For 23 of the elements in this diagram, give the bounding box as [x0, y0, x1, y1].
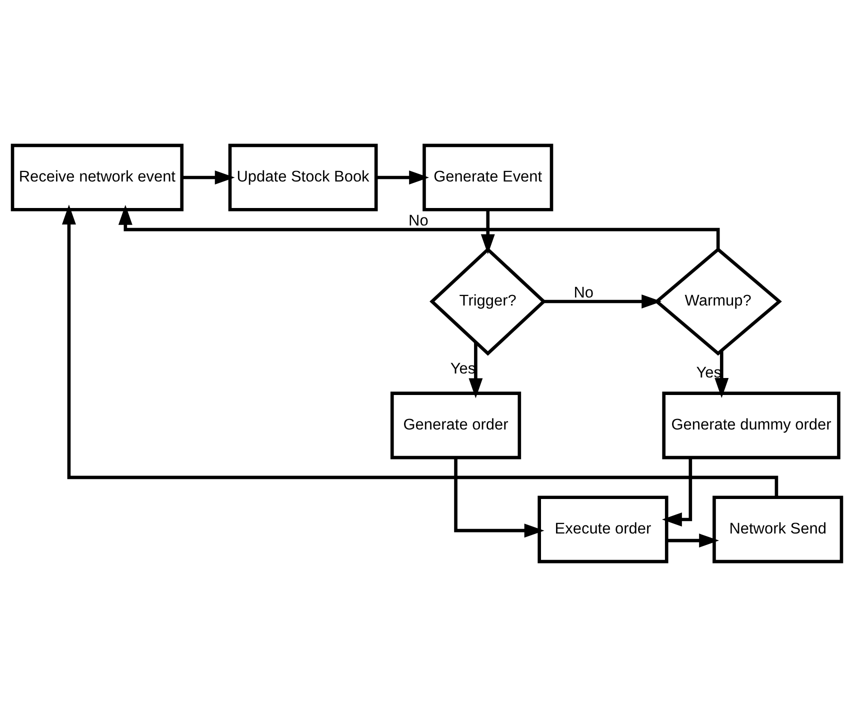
- edge-label: Yes: [696, 364, 722, 382]
- node-box: Generate order: [390, 392, 522, 460]
- arrow: [454, 458, 544, 538]
- arrow: [667, 534, 720, 548]
- arrow: [714, 350, 729, 398]
- arrow: [118, 204, 720, 250]
- node-box: Receive network event: [10, 144, 184, 212]
- arrow: [62, 204, 778, 498]
- node-box: Generate dummy order: [662, 392, 840, 460]
- arrow: [544, 294, 662, 308]
- node-box: Update Stock Book: [228, 144, 378, 212]
- node-box: Network Send: [712, 496, 844, 564]
- node-diamond: Trigger?: [430, 247, 546, 356]
- edge-label: No: [574, 284, 594, 302]
- arrow: [182, 170, 235, 184]
- arrow: [468, 342, 483, 398]
- arrow: [662, 458, 692, 526]
- arrow: [376, 170, 430, 184]
- node-box: Generate Event: [422, 144, 554, 212]
- node-diamond: Warmup?: [654, 247, 782, 356]
- node-box: Execute order: [538, 496, 668, 564]
- arrow: [480, 210, 495, 254]
- edge-label: No: [408, 212, 428, 230]
